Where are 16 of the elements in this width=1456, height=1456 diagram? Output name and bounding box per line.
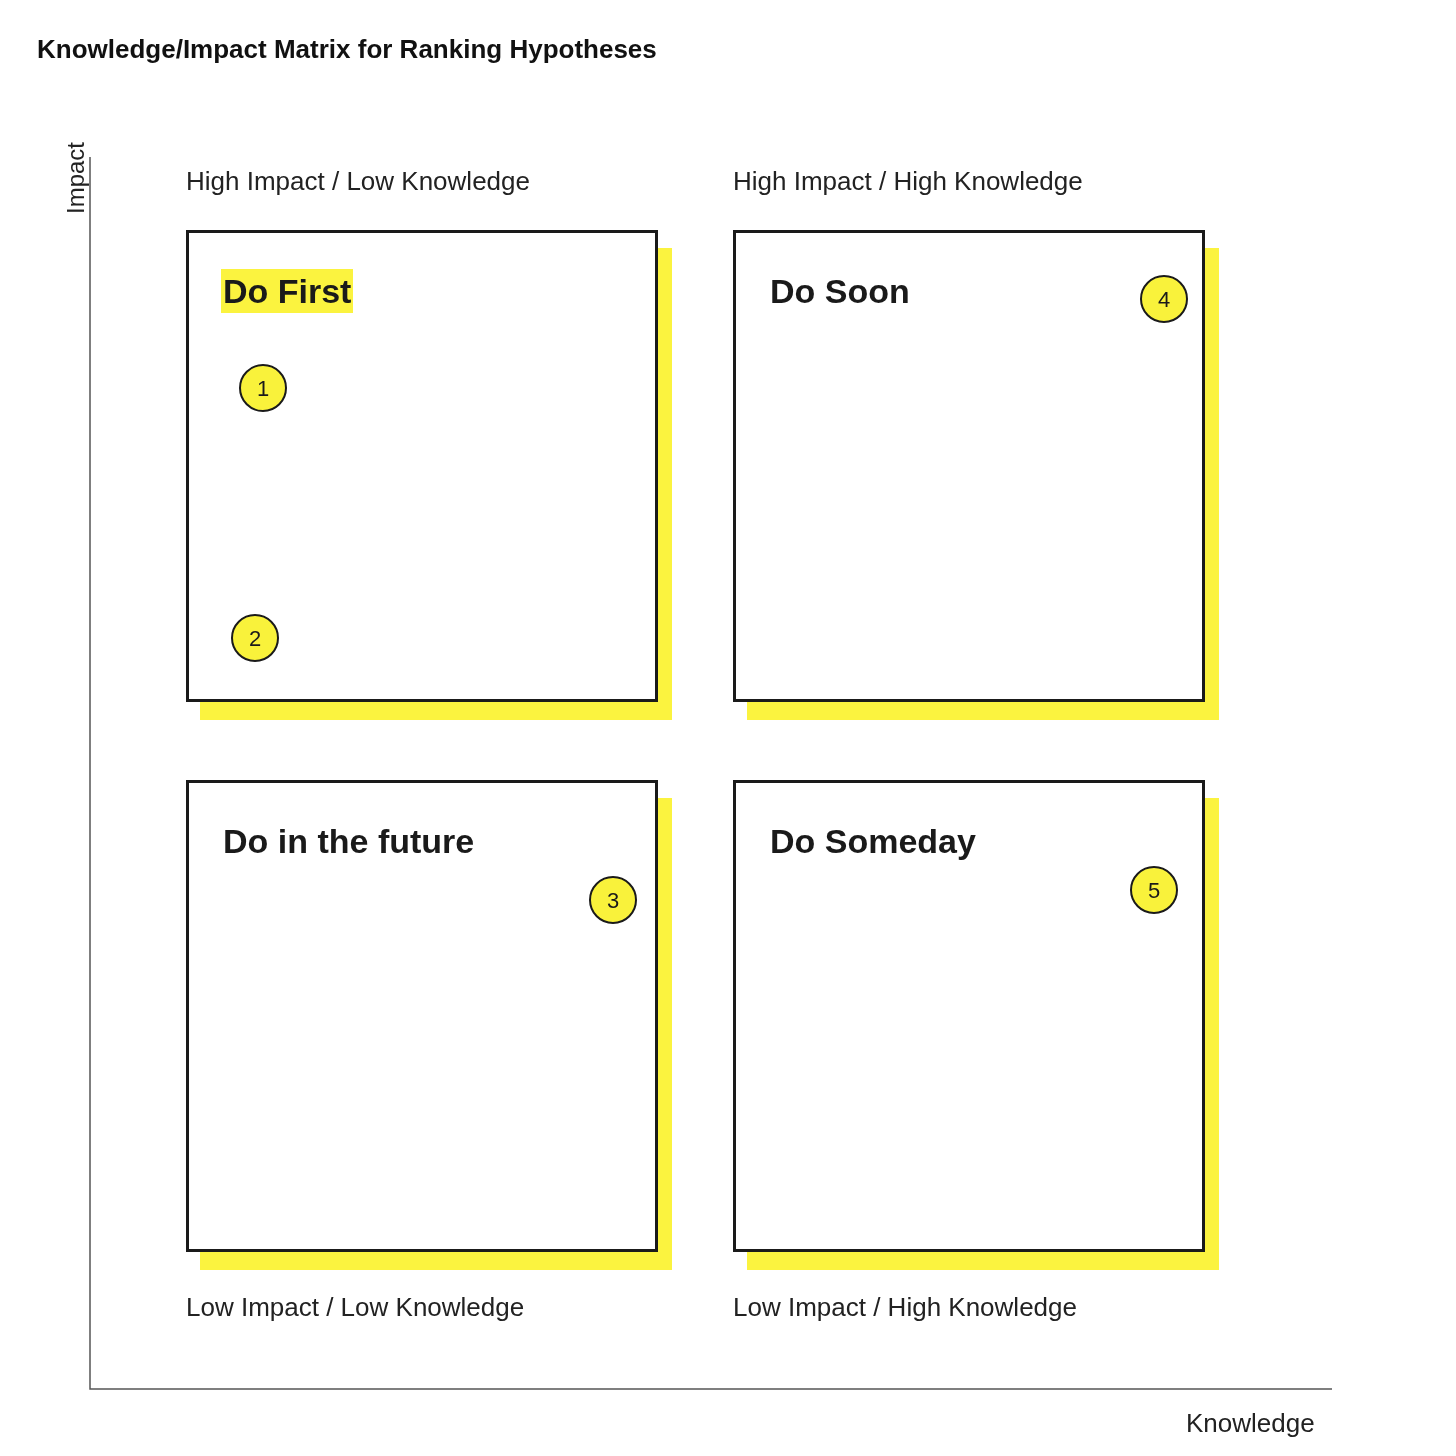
- number-marker: 1: [239, 364, 287, 412]
- quadrant-heading: Do Soon: [769, 271, 911, 312]
- quadrant-heading: Do Someday: [769, 821, 977, 862]
- quadrant-heading: Do in the future: [222, 821, 476, 862]
- title: Knowledge/Impact Matrix for Ranking Hypotheses: [37, 33, 657, 66]
- number-marker: 5: [1130, 866, 1178, 914]
- quadrant-label: Low Impact / Low Knowledge: [186, 1291, 525, 1324]
- axis-label: Knowledge: [1186, 1407, 1315, 1440]
- quadrant-label: Low Impact / High Knowledge: [733, 1291, 1077, 1324]
- number-marker: 4: [1140, 275, 1188, 323]
- quadrant-label: High Impact / Low Knowledge: [186, 165, 530, 198]
- number-marker: 3: [589, 876, 637, 924]
- quadrant-heading: Do First: [221, 269, 354, 313]
- number-marker: 2: [231, 614, 279, 662]
- quadrant-label: High Impact / High Knowledge: [733, 165, 1083, 198]
- axis-label: Impact: [61, 142, 90, 214]
